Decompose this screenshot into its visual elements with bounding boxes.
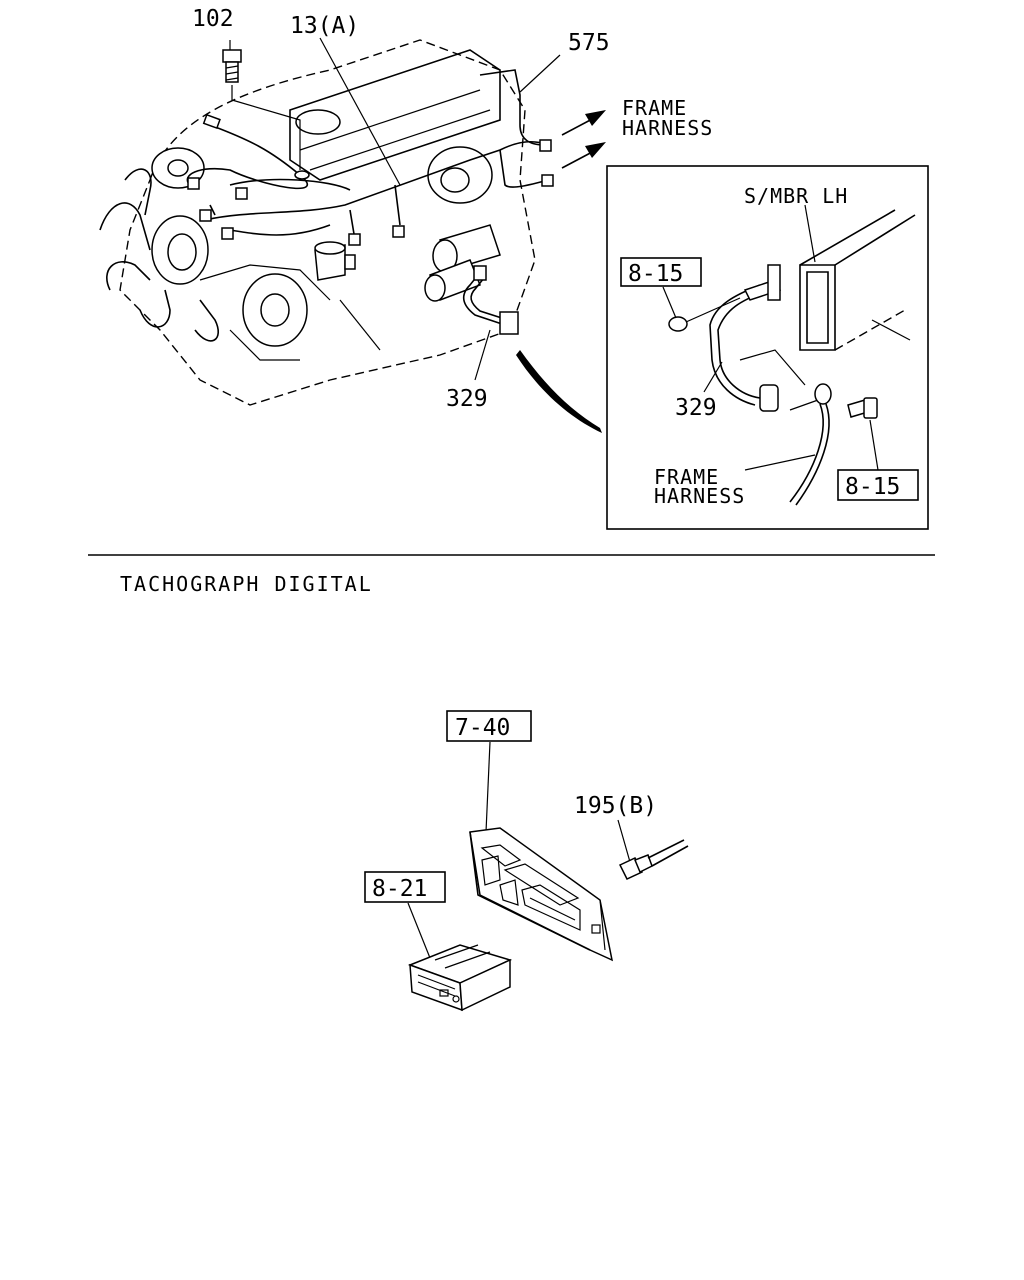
detail-frame-harness-line1: FRAME [654,465,719,489]
frame-harness-label-line1: FRAME [622,96,687,120]
ground-cable-engine [462,265,519,335]
tachograph-unit-drawing [407,944,513,1012]
top-leader-lines [229,37,561,381]
ref-box-lower [837,469,919,501]
unit-ref-label: 8-21 [372,876,427,902]
engine-drawing [99,39,536,406]
connector-leader [617,819,631,863]
detail-view: 8-15 8-15 S/MBR LH 329 FRAME HARNESS [606,165,929,530]
callout-13a: 13(A) [290,13,359,39]
ref-box-unit [364,871,446,903]
side-member-label: S/MBR LH [744,184,848,208]
panel-leader [485,741,491,833]
frame-harness-arrows [561,110,606,169]
connector-195b-icon [618,839,689,880]
fan-drawing [99,168,220,342]
callout-575: 575 [568,30,610,56]
panel-ref-label: 7-40 [455,715,510,741]
callout-329-detail: 329 [675,395,717,421]
callout-102: 102 [192,6,234,32]
bolt-102-icon [222,49,242,83]
detail-pointer-arc [516,350,602,433]
bolt-detail-icon [847,397,878,419]
ref-upper-label: 8-15 [628,261,683,287]
unit-leader [407,902,431,959]
ground-cable-detail [668,264,832,506]
ref-box-upper [620,257,702,287]
side-member-drawing [799,209,916,351]
detail-frame-harness-line2: HARNESS [654,484,745,508]
callout-329-engine: 329 [446,386,488,412]
section-title: TACHOGRAPH DIGITAL [120,572,373,596]
engine-harness-wire [186,69,554,270]
dash-panel-drawing [469,827,614,962]
callout-195b: 195(B) [574,793,657,819]
frame-harness-label-line2: HARNESS [622,116,713,140]
ref-lower-label: 8-15 [845,474,900,500]
ref-box-panel [446,710,532,742]
